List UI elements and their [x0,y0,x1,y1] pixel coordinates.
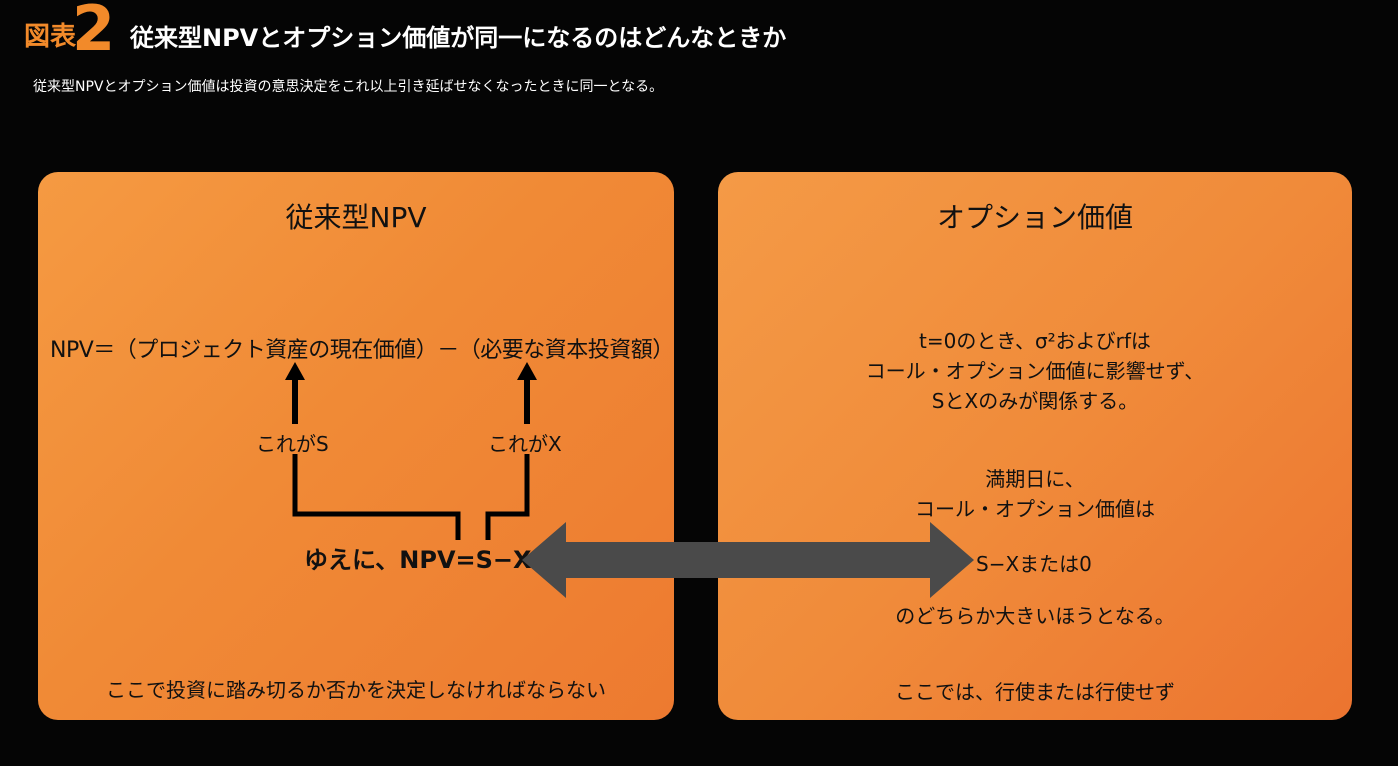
figure-subtitle: 従来型NPVとオプション価値は投資の意思決定をこれ以上引き延ばせなくなったときに… [33,79,664,95]
figure-number: 2 [72,0,116,65]
maturity-text: 満期日に、 コール・オプション価値は [718,464,1352,524]
figure-title: 従来型NPVとオプション価値が同一になるのはどんなときか [130,24,787,52]
option-value-title: オプション価値 [936,201,1133,234]
bracket-s-line [292,454,461,540]
option-condition-line-1: t=0のとき、σ²およびrfは [919,329,1151,353]
s-minus-x-or-zero: S−Xまたは0 [976,552,1092,576]
option-condition-text: t=0のとき、σ²およびrfは コール・オプション価値に影響せず、 SとXのみが… [718,326,1352,416]
option-value-footer: ここでは、行使または行使せず [895,680,1175,704]
double-headed-arrow [522,522,974,598]
option-condition-line-3: SとXのみが関係する。 [931,389,1139,413]
maturity-line-1: 満期日に、 [985,467,1085,491]
option-value-panel: オプション価値 t=0のとき、σ²およびrfは コール・オプション価値に影響せず… [718,172,1352,720]
traditional-npv-panel: 従来型NPV NPV＝（プロジェクト資産の現在価値）－（必要な資本投資額） これ… [38,172,674,720]
figure-header: 図表 2 従来型NPVとオプション価値が同一になるのはどんなときか [24,0,1364,62]
traditional-npv-footer: ここで投資に踏み切るか否かを決定しなければならない [106,678,606,702]
label-this-is-x: これがX [488,432,562,456]
arrow-up-to-x [517,362,537,424]
maturity-line-2: コール・オプション価値は [915,497,1155,521]
bracket-x-line [485,454,530,540]
figure-label: 図表 [24,22,77,52]
npv-formula: NPV＝（プロジェクト資産の現在価値）－（必要な資本投資額） [50,338,674,363]
traditional-npv-title: 従来型NPV [285,201,427,234]
whichever-larger-text: のどちらか大きいほうとなる。 [895,604,1175,628]
npv-conclusion: ゆえに、NPV=S−X [304,546,532,574]
arrow-up-to-s [285,362,305,424]
label-this-is-s: これがS [256,432,329,456]
option-condition-line-2: コール・オプション価値に影響せず、 [865,359,1205,383]
